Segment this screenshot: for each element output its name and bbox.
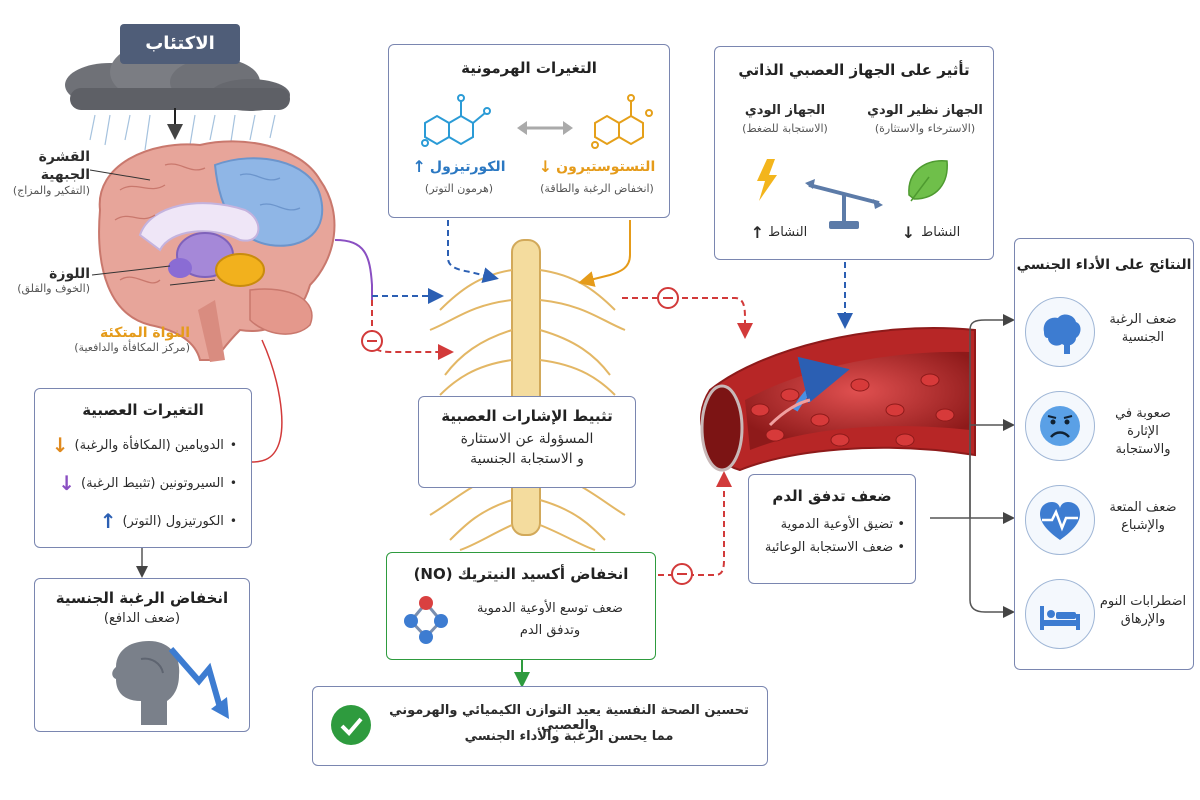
spinal-cord-illustration [429, 239, 626, 551]
inhibition-icon [671, 563, 693, 585]
libido-box: انخفاض الرغبة الجنسية (ضعف الدافع) [34, 578, 250, 732]
result-item: ضعف المتعة والإشباع [1025, 485, 1187, 555]
arrow-up-icon: ↑ [412, 157, 426, 176]
neural-changes-box: التغيرات العصبية • الدوپامين (المكافأة و… [34, 388, 252, 548]
brain-illustration [98, 140, 336, 362]
leaf-icon [908, 160, 948, 200]
sympathetic-item: الجهاز الودي (الاستجابة للضغط) [742, 103, 828, 135]
blood-flow-list: • تضيق الأوعية الدموية • ضعف الاستجابة ا… [759, 517, 905, 555]
double-arrow-icon [517, 121, 573, 135]
depression-label: الاكتئاب [120, 24, 240, 64]
arrow-down-icon: ↓ [538, 157, 553, 176]
bed-icon [1025, 579, 1095, 649]
arrow-up-icon: ↑ [750, 223, 765, 242]
hormone-molecules [421, 94, 653, 149]
blood-vessel-illustration [700, 327, 976, 472]
sad-face-icon [1025, 391, 1095, 461]
cortisol-molecule-icon [421, 94, 491, 147]
inhibition-icon [657, 287, 679, 309]
brain-icon [1025, 297, 1095, 367]
results-panel: النتائج على الأداء الجنسي ضعف الرغبة الج… [1014, 238, 1194, 670]
cortex-label: القشرة الجبهية (التفكير والمزاج) [12, 149, 90, 197]
neural-changes-list: • الدوپامين (المكافأة والرغبة) ↓ • السير… [49, 433, 237, 533]
arrow-down-icon: ↓ [58, 471, 76, 495]
list-item: • الكورتيزول (التوتر) ↑ [99, 509, 237, 533]
parasympathetic-activity: النشاط ↓ [901, 223, 961, 242]
inhibition-icon [361, 330, 383, 352]
testosterone-item: التستوستيرون ↓ (انخفاض الرغبة والطاقة) [538, 157, 656, 195]
arrow-down-icon: ↓ [901, 223, 916, 242]
list-item: • السيروتونين (تثبيط الرغبة) ↓ [58, 471, 237, 495]
nucleus-label: النواة المتكئة (مركز المكافأة والدافعية) [74, 325, 190, 354]
list-item: • ضعف الاستجابة الوعائية [764, 540, 905, 555]
result-item: ضعف الرغبة الجنسية [1025, 297, 1187, 367]
result-item: صعوبة في الإثارة والاستجابة [1025, 391, 1187, 461]
blood-flow-box: ضعف تدفق الدم • تضيق الأوعية الدموية • ض… [748, 474, 916, 584]
molecule-icon [404, 596, 448, 644]
parasympathetic-item: الجهاز نظير الودي (الاسترخاء والاستثارة) [867, 103, 983, 135]
cortisol-item: الكورتيزول ↑ (هرمون التوتر) [412, 157, 506, 195]
sympathetic-activity: النشاط ↑ [750, 223, 808, 242]
hormonal-changes-box: التغيرات الهرمونية الكورتيزول ↑ (هرمون ا… [388, 44, 670, 218]
testosterone-molecule-icon [591, 94, 653, 149]
head-decline-icon [112, 641, 229, 725]
autonomic-box: تأثير على الجهاز العصبي الذاتي الجهاز ال… [714, 46, 994, 260]
arrow-down-icon: ↓ [51, 433, 69, 457]
arrow-up-icon: ↑ [99, 509, 117, 533]
list-item: • تضيق الأوعية الدموية [780, 517, 905, 532]
amygdala-label: اللوزة (الخوف والقلق) [17, 266, 90, 295]
signal-inhibition-box: تثبيط الإشارات العصبية المسؤولة عن الاست… [418, 396, 636, 488]
result-item: اضطرابات النوم والإرهاق [1025, 579, 1187, 649]
lightning-icon [757, 159, 777, 201]
list-item: • الدوپامين (المكافأة والرغبة) ↓ [51, 433, 237, 457]
nitric-oxide-box: انخفاض أكسيد النيتريك (NO) ضعف توسع الأو… [386, 552, 656, 660]
balance-scale-icon [757, 159, 948, 229]
heart-pulse-icon [1025, 485, 1095, 555]
outcome-box: تحسين الصحة النفسية يعيد التوازن الكيميا… [312, 686, 768, 766]
checkmark-icon [331, 705, 371, 745]
